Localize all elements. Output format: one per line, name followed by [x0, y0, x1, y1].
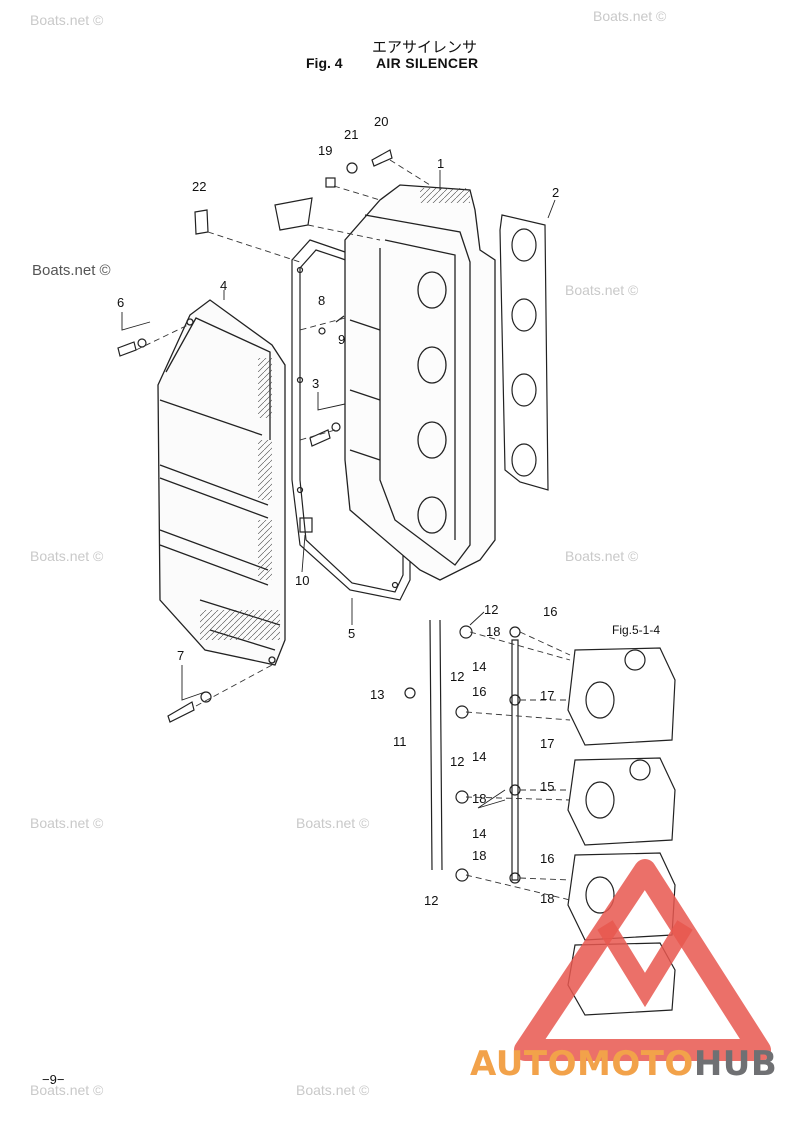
watermark: Boats.net ©	[32, 262, 111, 279]
callout-17b: 17	[540, 736, 554, 751]
title-english: AIR SILENCER	[376, 55, 479, 71]
brand-part-1: AUTO	[470, 1044, 577, 1084]
callout-22: 22	[192, 179, 206, 194]
callout-3: 3	[312, 376, 319, 391]
callout-20: 20	[374, 114, 388, 129]
callout-1: 1	[437, 156, 444, 171]
callout-18c: 18	[472, 848, 486, 863]
watermark: Boats.net ©	[565, 282, 639, 298]
callout-14a: 14	[472, 659, 486, 674]
callout-16c: 16	[540, 851, 554, 866]
callout-2: 2	[552, 185, 559, 200]
page-number: −9−	[42, 1072, 65, 1087]
callout-8: 8	[318, 293, 325, 308]
brand-part-2: MOTO	[576, 1044, 694, 1084]
header: エアサイレンサ Fig. 4 AIR SILENCER	[0, 0, 800, 80]
callout-14c: 14	[472, 826, 486, 841]
callout-6: 6	[117, 295, 124, 310]
callout-18b: 18	[472, 791, 486, 806]
watermark: Boats.net ©	[565, 548, 639, 564]
fuel-hose-assembly	[404, 619, 521, 884]
callout-19: 19	[318, 143, 332, 158]
figure-number: Fig. 4	[306, 55, 343, 71]
callout-13: 13	[370, 687, 384, 702]
callout-17a: 17	[540, 688, 554, 703]
watermark: Boats.net ©	[296, 815, 370, 831]
callout-12a: 12	[484, 602, 498, 617]
callout-9: 9	[338, 332, 345, 347]
watermark: Boats.net ©	[30, 548, 104, 564]
brand-logo-mark	[514, 859, 771, 1061]
callout-18a: 18	[486, 624, 500, 639]
watermark: Boats.net ©	[593, 8, 667, 24]
assembly-lines	[135, 159, 571, 901]
callout-12b: 12	[450, 669, 464, 684]
silencer-cover-part-4	[157, 299, 286, 666]
brand-part-3: HUB	[693, 1044, 778, 1084]
callout-labels: 1 2 3 4 5 6 7 8 9 10 11 12 12 12 12 13 1…	[117, 114, 660, 908]
callout-4: 4	[220, 278, 227, 293]
callout-14b: 14	[472, 749, 486, 764]
callout-16b: 16	[472, 684, 486, 699]
gasket-part-2	[499, 214, 549, 491]
leader-lines	[121, 170, 556, 809]
title-japanese: エアサイレンサ	[372, 38, 478, 56]
callout-18d: 18	[540, 891, 554, 906]
callout-10: 10	[295, 573, 309, 588]
watermark: Boats.net ©	[296, 1082, 370, 1098]
watermark: Boats.net ©	[30, 12, 104, 28]
callout-15: 15	[540, 779, 554, 794]
callout-16a: 16	[543, 604, 557, 619]
callout-5: 5	[348, 626, 355, 641]
watermark: Boats.net ©	[30, 1082, 104, 1098]
brand-wordmark: AUTOMOTOHUB	[470, 1044, 777, 1084]
reference-figure: Fig.5-1-4	[612, 623, 660, 637]
watermark: Boats.net ©	[30, 815, 104, 831]
callout-7: 7	[177, 648, 184, 663]
carburetor-stack	[567, 647, 676, 1016]
callout-11: 11	[393, 734, 407, 749]
silencer-body-part-1	[344, 184, 496, 581]
callout-12d: 12	[424, 893, 438, 908]
callout-12c: 12	[450, 754, 464, 769]
callout-21: 21	[344, 127, 358, 142]
